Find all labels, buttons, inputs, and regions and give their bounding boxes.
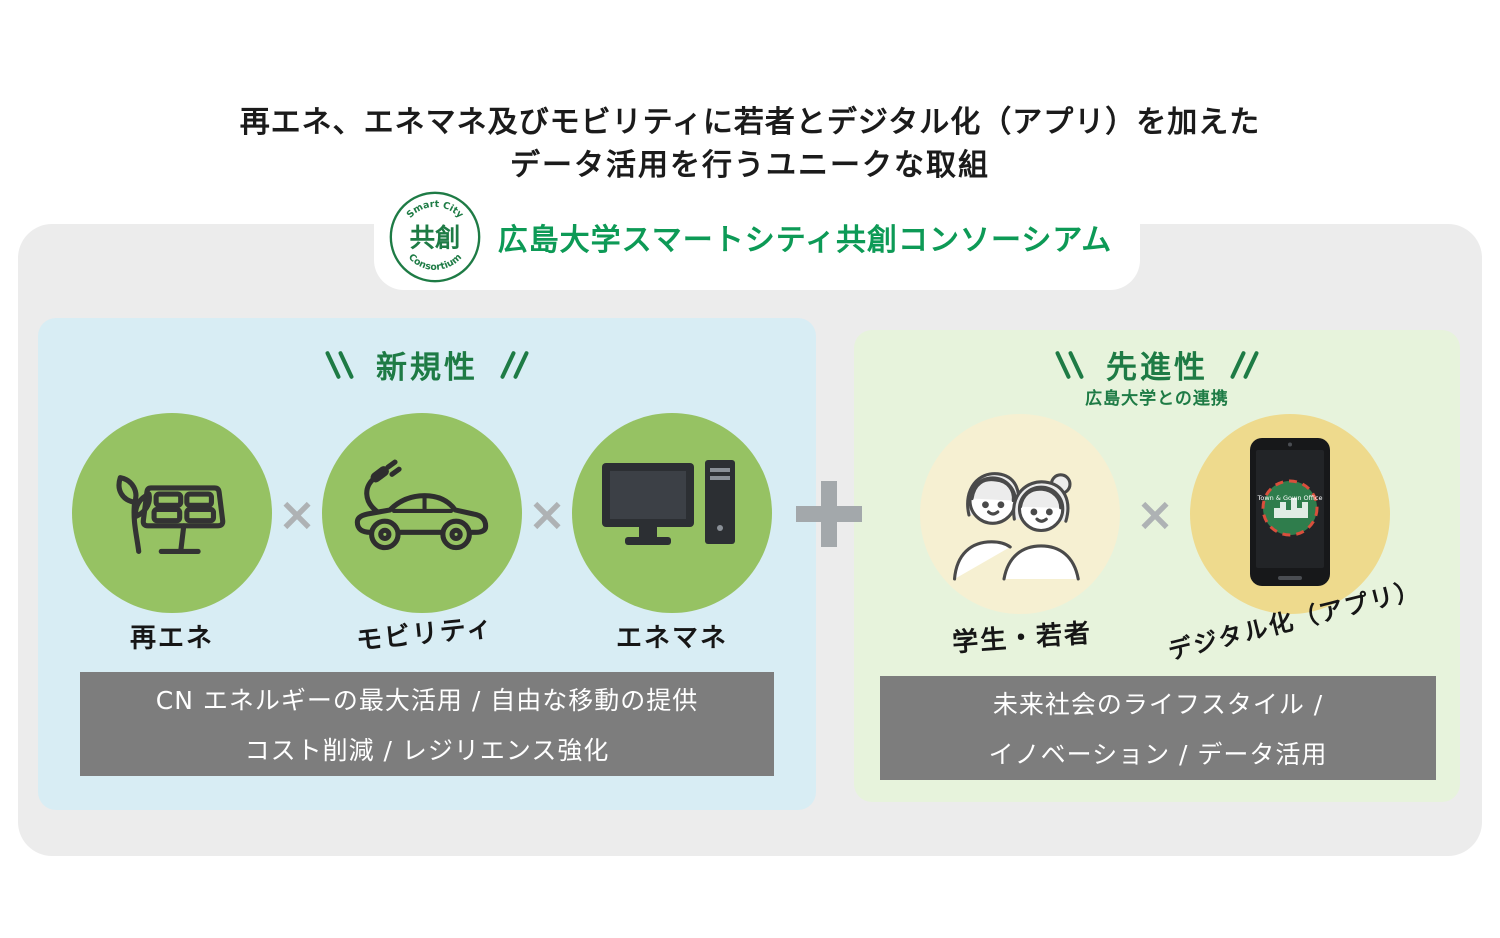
mobility-circle bbox=[322, 413, 522, 613]
consortium-name: 広島大学スマートシティ共創コンソーシアム bbox=[497, 223, 1113, 258]
novelty-benefit-line1: CN エネルギーの最大活用 / 自由な移動の提供 bbox=[155, 686, 699, 715]
consortium-brand: Smart City Consortium 共創 広島大学スマートシティ共創コン… bbox=[0, 190, 1500, 284]
consortium-tab-notch bbox=[374, 224, 1140, 290]
multiply-icon: × bbox=[527, 487, 567, 541]
emphasis-left-icon bbox=[324, 350, 355, 380]
advancement-benefit-line2: イノベーション / データ活用 bbox=[988, 740, 1328, 769]
multiply-icon: × bbox=[1135, 487, 1175, 541]
students-circle bbox=[920, 414, 1120, 614]
advancement-benefits-bar: 未来社会のライフスタイル / イノベーション / データ活用 bbox=[880, 676, 1436, 780]
emphasis-right-icon bbox=[1229, 350, 1260, 380]
novelty-panel: 新規性 × bbox=[38, 318, 816, 810]
plus-icon bbox=[796, 481, 862, 547]
advancement-benefit-line1: 未来社会のライフスタイル / bbox=[992, 690, 1324, 719]
novelty-benefits-bar: CN エネルギーの最大活用 / 自由な移動の提供 コスト削減 / レジリエンス強… bbox=[80, 672, 774, 776]
advancement-heading: 先進性 bbox=[1106, 350, 1208, 386]
energy-mgmt-circle bbox=[572, 413, 772, 613]
emphasis-right-icon bbox=[499, 350, 530, 380]
advancement-header: 先進性 bbox=[854, 342, 1460, 387]
consortium-logo-icon: Smart City Consortium 共創 bbox=[389, 191, 481, 283]
electric-car-icon bbox=[354, 459, 489, 551]
novelty-benefit-line2: コスト削減 / レジリエンス強化 bbox=[244, 736, 610, 765]
smartphone-icon: Town & Gown Office bbox=[1250, 438, 1330, 586]
solar-panel-plant-icon bbox=[116, 475, 226, 554]
energy-mgmt-label: エネマネ bbox=[615, 623, 729, 654]
renewable-label: 再エネ bbox=[129, 623, 215, 654]
app-circle: Town & Gown Office bbox=[1190, 414, 1390, 614]
renewable-circle bbox=[72, 413, 272, 613]
collaboration-subheading: 広島大学との連携 bbox=[1085, 389, 1229, 409]
phone-screen-logo-text: Town & Gown Office bbox=[1257, 494, 1323, 502]
students-icon bbox=[952, 472, 1080, 581]
students-label: 学生・若者 bbox=[951, 618, 1094, 659]
mobility-label: モビリティ bbox=[354, 612, 496, 657]
novelty-heading: 新規性 bbox=[376, 350, 478, 386]
page-title-line1: 再エネ、エネマネ及びモビリティに若者とデジタル化（アプリ）を加えた bbox=[239, 105, 1261, 140]
multiply-icon: × bbox=[277, 487, 317, 541]
desktop-computer-icon bbox=[602, 460, 735, 545]
page-title-line2: データ活用を行うユニークな取組 bbox=[510, 148, 990, 183]
advancement-panel: 先進性 広島大学との連携 × bbox=[854, 330, 1460, 802]
novelty-header: 新規性 bbox=[38, 342, 816, 387]
emphasis-left-icon bbox=[1054, 350, 1085, 380]
logo-center-text: 共創 bbox=[409, 222, 460, 252]
